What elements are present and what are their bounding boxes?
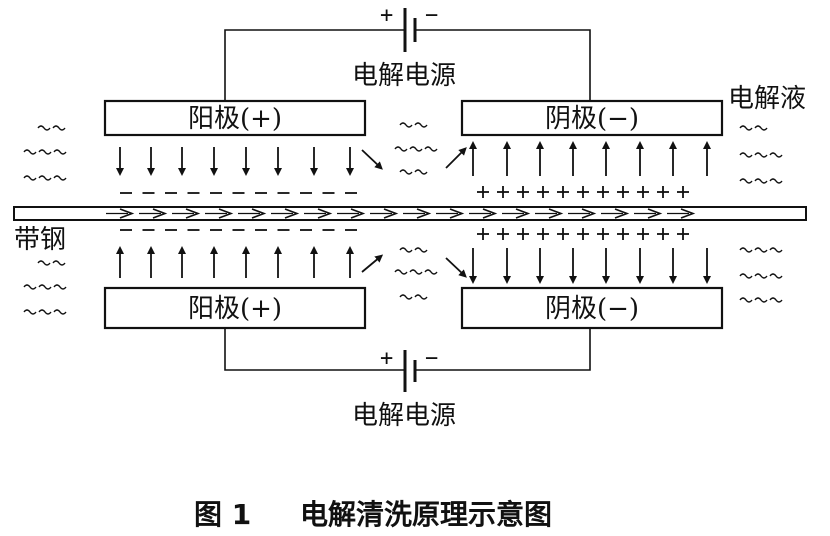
electrolyte-wave	[754, 125, 768, 131]
strip-arrow	[581, 208, 597, 219]
electrolyte-wave	[739, 247, 753, 253]
electrolyte-wave	[414, 169, 428, 175]
electrolyte-wave	[38, 309, 52, 315]
electrolyte-wave	[38, 175, 52, 181]
electrolyte-wave	[399, 122, 413, 128]
electrolyte-wave	[52, 260, 66, 266]
bottom-power-circuit	[224, 328, 591, 392]
electrolyte-wave	[53, 309, 67, 315]
strip-arrow	[482, 208, 498, 219]
strip-arrow	[416, 208, 432, 219]
top-source-plus: +	[380, 3, 393, 28]
electrolyte-wave	[769, 152, 783, 158]
electrolyte-wave	[424, 269, 438, 275]
electrolyte-wave	[754, 152, 768, 158]
electrolyte-label: 电解液	[728, 84, 806, 114]
electrolyte-wave	[739, 178, 753, 184]
cathode-top-label: 阴极(−)	[545, 104, 639, 134]
electrolyte-wave	[23, 175, 37, 181]
electrolyte-wave	[769, 247, 783, 253]
electrolyte-wave	[739, 152, 753, 158]
field-arrow-diagonal	[361, 149, 383, 170]
electrolyte-wave	[399, 169, 413, 175]
anode-top-label: 阳极(+)	[188, 104, 282, 134]
electrolyte-wave	[424, 146, 438, 152]
electrolyte-wave	[53, 175, 67, 181]
strip-arrow	[647, 208, 663, 219]
electrolyte-wave	[38, 284, 52, 290]
electrolyte-wave	[37, 260, 51, 266]
surface-charges	[120, 186, 689, 240]
electrolyte-wave	[37, 125, 51, 131]
top-power-source-label: 电解电源	[352, 61, 456, 91]
top-power-circuit	[224, 8, 591, 103]
strip-arrow	[218, 208, 234, 219]
strip-arrow	[119, 208, 135, 219]
cathode-top: 阴极(−)	[460, 99, 724, 137]
electrolyte-wave	[769, 273, 783, 279]
strip-arrow	[680, 208, 696, 219]
electrolyte-wave	[53, 149, 67, 155]
strip-arrow	[614, 208, 630, 219]
electrolyte-wave	[414, 294, 428, 300]
strip-label: 带钢	[14, 225, 66, 255]
strip-arrow	[185, 208, 201, 219]
strip-flow-arrows	[106, 208, 696, 219]
strip-arrow	[449, 208, 465, 219]
field-arrow-diagonal	[445, 147, 467, 169]
electrolyte-wave	[754, 297, 768, 303]
strip-arrow	[284, 208, 300, 219]
electrolyte-wave	[52, 125, 66, 131]
electrolyte-wave	[399, 294, 413, 300]
strip-arrow	[317, 208, 333, 219]
strip-arrow	[548, 208, 564, 219]
strip-arrow	[152, 208, 168, 219]
electrolyte-wave	[399, 247, 413, 253]
field-arrows	[116, 141, 711, 284]
electrolyte-wave	[53, 284, 67, 290]
cathode-bottom: 阴极(−)	[460, 286, 724, 330]
strip-arrow	[383, 208, 399, 219]
field-arrow-diagonal	[445, 257, 467, 278]
anode-bottom: 阳极(+)	[103, 286, 367, 330]
bottom-power-source-label: 电解电源	[352, 401, 456, 431]
electrolyte-wave	[769, 297, 783, 303]
electrolyte-wave	[38, 149, 52, 155]
electrolyte-waves	[23, 122, 783, 315]
electrolyte-wave	[23, 284, 37, 290]
electrolyte-wave	[409, 269, 423, 275]
field-arrow-diagonal	[361, 254, 384, 273]
electrolyte-wave	[394, 146, 408, 152]
strip-arrow	[515, 208, 531, 219]
electrolyte-wave	[739, 297, 753, 303]
strip-arrow	[350, 208, 366, 219]
electrolyte-wave	[414, 247, 428, 253]
anode-bottom-label: 阳极(+)	[188, 294, 282, 324]
electrolyte-wave	[23, 309, 37, 315]
electrolyte-wave	[409, 146, 423, 152]
electrolyte-wave	[769, 178, 783, 184]
top-source-minus: −	[425, 3, 438, 28]
electrolyte-wave	[414, 122, 428, 128]
electrolyte-wave	[739, 125, 753, 131]
bottom-source-plus: +	[380, 346, 393, 371]
electrolyte-wave	[754, 178, 768, 184]
bottom-source-minus: −	[425, 346, 438, 371]
electrolyte-wave	[394, 269, 408, 275]
electrolyte-wave	[754, 247, 768, 253]
anode-top: 阳极(+)	[103, 99, 367, 137]
strip-arrow	[251, 208, 267, 219]
figure-title: 电解清洗原理示意图	[300, 498, 552, 531]
electrolyte-wave	[754, 273, 768, 279]
electrolyte-wave	[23, 149, 37, 155]
cathode-bottom-label: 阴极(−)	[545, 294, 639, 324]
electrolyte-wave	[739, 273, 753, 279]
figure-number: 图 1	[194, 498, 251, 531]
